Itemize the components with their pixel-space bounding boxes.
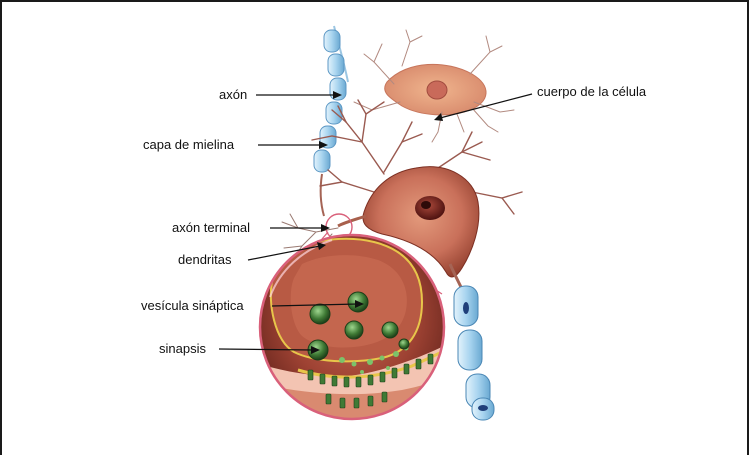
upper-myelin-axon (314, 26, 348, 216)
label-synapse: sinapsis (159, 341, 206, 356)
upper-neuron (354, 30, 514, 142)
label-axon-terminal: axón terminal (172, 220, 250, 235)
synapse-magnifier (252, 227, 452, 427)
label-synaptic-vesicle: vesícula sináptica (141, 298, 244, 313)
lower-myelin-axon (454, 286, 494, 420)
label-axon: axón (219, 87, 247, 102)
label-myelin-sheath: capa de mielina (143, 137, 234, 152)
label-dendrites: dendritas (178, 252, 231, 267)
label-cell-body: cuerpo de la célula (537, 84, 646, 99)
